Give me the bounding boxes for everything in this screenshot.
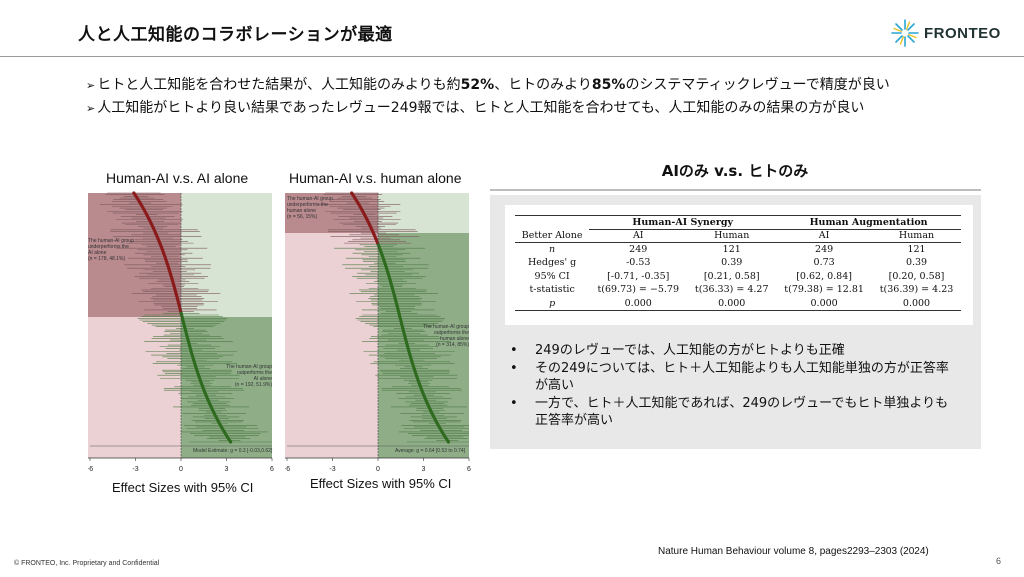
highlight-52: 52%: [460, 77, 495, 93]
starburst-logo-icon: [891, 19, 919, 47]
comparison-notes: 249のレヴューでは、人工知能の方がヒトよりも正確 その249については、ヒト＋…: [510, 342, 960, 430]
forest-bars: [317, 191, 469, 444]
right-chart-title: Human-AI v.s. human alone: [289, 170, 462, 186]
summary-bullets: ➢ヒトと人工知能を合わせた結果が、人工知能のみよりも約52%、ヒトのみより85%…: [86, 74, 890, 120]
citation: Nature Human Behaviour volume 8, pages22…: [658, 546, 929, 557]
x-tick-label: 6: [467, 466, 471, 473]
x-tick-label: 3: [225, 466, 229, 473]
summary-bullet-2: ➢人工知能がヒトより良い結果であったレヴュー249報では、ヒトと人工知能を合わせ…: [86, 100, 865, 116]
left-x-label: Effect Sizes with 95% CI: [112, 480, 254, 495]
table-row: p 0.000 0.000 0.000 0.000: [515, 297, 961, 310]
group-synergy: Human-AI Synergy: [589, 215, 777, 230]
table-row: t-statistic t(69.73) = −5.79 t(36.33) = …: [529, 284, 954, 296]
x-tick-label: 0: [376, 466, 380, 473]
x-tick-label: 3: [422, 466, 426, 473]
copyright: © FRONTEO, Inc. Proprietary and Confiden…: [14, 560, 160, 567]
logo-text: FRONTEO: [924, 24, 1001, 42]
forest-bars: [99, 191, 272, 444]
legend-average: Average: g = 0.64 [0.53 to 0.74]: [395, 448, 466, 454]
x-ticks: -6 -3 0 3 6: [285, 458, 471, 473]
logo: FRONTEO: [890, 18, 1001, 48]
list-item: 249のレヴューでは、人工知能の方がヒトよりも正確: [510, 342, 960, 360]
title-divider: [0, 56, 1024, 57]
arrow-bullet-icon: ➢: [86, 79, 96, 92]
comparison-divider: [490, 189, 981, 191]
x-ticks: -6 -3 0 3 6: [88, 458, 274, 473]
table-row: n 249 121 249 121: [549, 244, 926, 255]
table-header-row: Better Alone AI Human AI Human: [515, 229, 961, 243]
highlight-85: 85%: [591, 77, 626, 93]
x-tick-label: -6: [285, 466, 290, 473]
page-number: 6: [996, 556, 1002, 566]
table-row: Hedges' g -0.53 0.39 0.73 0.39: [527, 257, 928, 269]
effect-point: [446, 440, 451, 444]
lower-left-zone: [285, 233, 378, 458]
comparison-title: AIのみ v.s. ヒトのみ: [661, 162, 809, 180]
group-augmentation: Human Augmentation: [776, 215, 961, 230]
stats-table: Human-AI Synergy Human Augmentation Bett…: [515, 215, 961, 311]
stats-table-card: Human-AI Synergy Human Augmentation Bett…: [505, 205, 973, 325]
list-item: その249については、ヒト＋人工知能よりも人工知能単独の方が正答率が高い: [510, 360, 960, 395]
arrow-bullet-icon: ➢: [86, 102, 96, 115]
effect-point: [229, 440, 233, 444]
lower-left-zone: [88, 317, 181, 458]
legend-estimate: Model Estimate: g = 0.3 [-0.03,0.62]: [193, 448, 273, 454]
x-tick-label: -6: [88, 466, 93, 473]
x-tick-label: 0: [179, 466, 183, 473]
slide-title: 人と人工知能のコラボレーションが最適: [78, 25, 393, 45]
list-item: 一方で、ヒト＋人工知能であれば、249のレヴューでもヒト単独よりも正答率が高い: [510, 395, 960, 430]
table-group-header: Human-AI Synergy Human Augmentation: [515, 215, 961, 230]
summary-bullet-1: ➢ヒトと人工知能を合わせた結果が、人工知能のみよりも約52%、ヒトのみより85%…: [86, 77, 890, 93]
x-tick-label: -3: [132, 466, 138, 473]
x-tick-label: 6: [270, 466, 274, 473]
table-row: 95% CI [-0.71, -0.35] [0.21, 0.58] [0.62…: [534, 270, 945, 282]
x-tick-label: -3: [329, 466, 335, 473]
left-chart-title: Human-AI v.s. AI alone: [106, 170, 249, 186]
right-x-label: Effect Sizes with 95% CI: [310, 476, 452, 491]
